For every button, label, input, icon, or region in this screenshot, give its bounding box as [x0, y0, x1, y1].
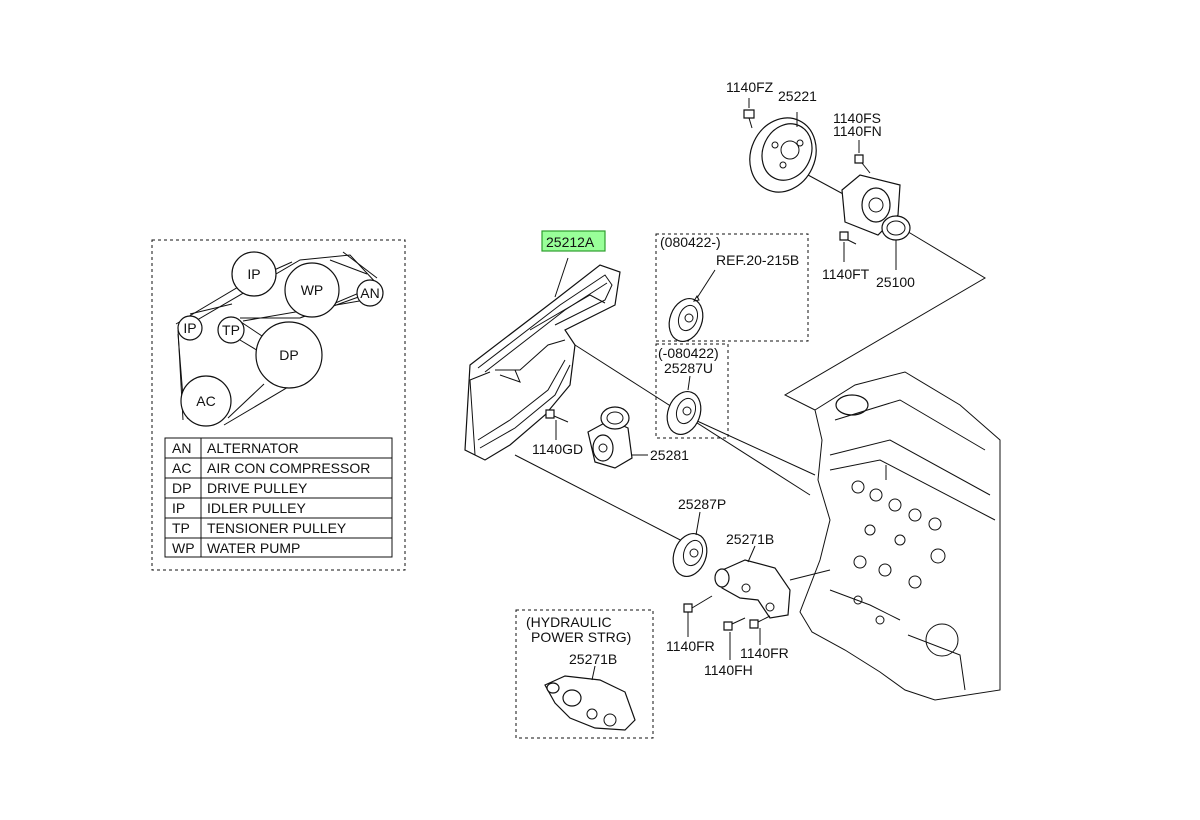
- schematic-pulley-dp: DP: [255, 321, 323, 389]
- serpentine-belt: [464, 257, 621, 461]
- part-number-25287p: 25287P: [678, 496, 726, 512]
- svg-text:IP: IP: [183, 320, 196, 336]
- reference-label: REF.20-215B: [716, 252, 799, 268]
- idler-after-date-panel: [655, 233, 809, 342]
- callout-labels: 1140FZ 25221 1140FS 1140FN 1140FT 25100 …: [526, 79, 915, 678]
- legend-name: ALTERNATOR: [207, 440, 299, 456]
- engine-block: [799, 371, 1001, 701]
- legend-code: DP: [172, 480, 191, 496]
- pulley-bolt-1140fz: [743, 98, 755, 129]
- belt-schematic-panel: IP WP AN IP TP DP AC: [151, 239, 406, 571]
- svg-text:IP: IP: [247, 266, 260, 282]
- legend-code: AC: [172, 460, 191, 476]
- part-number-1140ft: 1140FT: [822, 266, 870, 282]
- schematic-pulley-ip-top: IP: [231, 251, 277, 297]
- schematic-pulley-wp: WP: [284, 262, 340, 318]
- legend-name: AIR CON COMPRESSOR: [207, 460, 370, 476]
- part-number-25281: 25281: [650, 447, 689, 463]
- legend-name: DRIVE PULLEY: [207, 480, 308, 496]
- part-number-1140gd: 1140GD: [532, 441, 583, 457]
- legend-code: TP: [172, 520, 190, 536]
- date-range-label: (-080422): [658, 345, 719, 361]
- schematic-belt-path: [177, 254, 379, 427]
- hydraulic-note-line2: POWER STRG): [531, 629, 631, 645]
- schematic-pulley-ac: AC: [180, 375, 232, 427]
- schematic-pulley-ip-left: IP: [177, 315, 203, 341]
- svg-text:AC: AC: [196, 393, 215, 409]
- part-number-25271b: 25271B: [726, 531, 774, 547]
- legend-name: IDLER PULLEY: [207, 500, 306, 516]
- legend-name: WATER PUMP: [207, 540, 300, 556]
- part-number-25271b: 25271B: [569, 651, 617, 667]
- legend-table: AN ALTERNATOR AC AIR CON COMPRESSOR DP D…: [164, 437, 393, 558]
- legend-code: WP: [172, 540, 195, 556]
- part-number-1140fn: 1140FN: [833, 123, 882, 139]
- water-pump-pulley: [749, 112, 846, 196]
- legend-code: AN: [172, 440, 191, 456]
- water-pump: [839, 140, 911, 270]
- part-number-25212a: 25212A: [546, 234, 595, 250]
- svg-text:DP: DP: [279, 347, 298, 363]
- legend-code: IP: [172, 500, 185, 516]
- schematic-pulley-an: AN: [356, 279, 384, 307]
- idler-bracket: [683, 545, 791, 660]
- legend-name: TENSIONER PULLEY: [207, 520, 347, 536]
- part-number-25221: 25221: [778, 88, 817, 104]
- lower-idler-pulley: [672, 511, 708, 577]
- part-number-1140fh: 1140FH: [704, 662, 753, 678]
- part-number-25100: 25100: [876, 274, 915, 290]
- part-number-1140fs: 1140FS: [833, 110, 881, 126]
- part-number-25287u: 25287U: [664, 360, 713, 376]
- belt-callout-highlight[interactable]: 25212A: [541, 230, 606, 252]
- part-number-1140fz: 1140FZ: [726, 79, 774, 95]
- schematic-pulley-tp: TP: [217, 316, 245, 344]
- svg-text:WP: WP: [301, 282, 324, 298]
- idler-before-date-panel: [655, 343, 729, 439]
- svg-text:TP: TP: [222, 322, 240, 338]
- hydraulic-power-steering-panel: [515, 609, 654, 739]
- tensioner: [545, 406, 648, 469]
- date-range-label: (080422-): [660, 234, 721, 250]
- part-number-1140fr: 1140FR: [666, 638, 715, 654]
- hydraulic-note-line1: (HYDRAULIC: [526, 614, 612, 630]
- part-number-1140fr: 1140FR: [740, 645, 789, 661]
- svg-text:AN: AN: [360, 285, 379, 301]
